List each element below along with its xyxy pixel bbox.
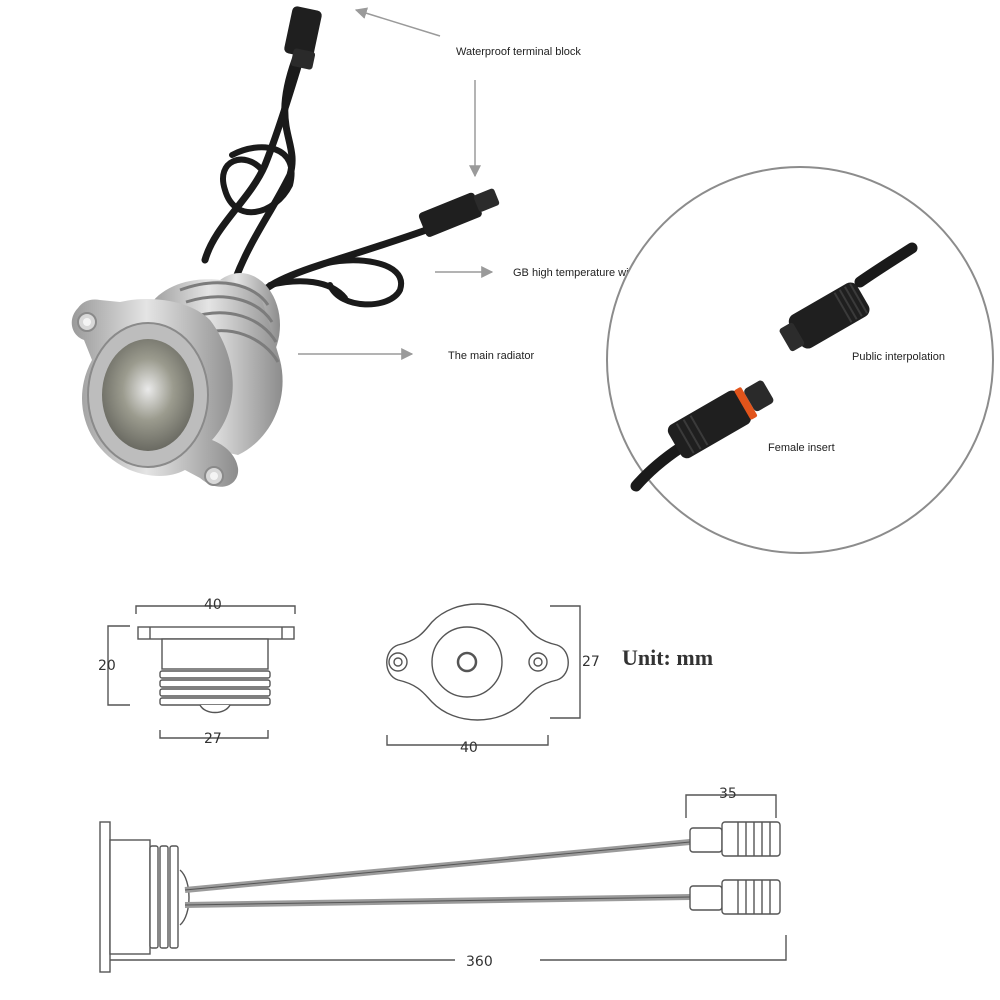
dim-line-40-side	[135, 605, 296, 614]
product-photo	[71, 6, 500, 487]
cable-length-drawing	[99, 794, 787, 973]
orange-seal-ring	[734, 387, 758, 420]
light-housing	[71, 273, 283, 487]
connector-detail: Public interpolation Female insert	[606, 166, 994, 554]
dim-line-27-side	[159, 730, 269, 739]
dim-label-35: 35	[719, 786, 737, 802]
dim-label-27-front: 27	[582, 654, 600, 670]
female-connector	[630, 380, 774, 492]
label-radiator: The main radiator	[448, 350, 535, 362]
male-connector	[779, 242, 918, 352]
dim-line-40-front	[386, 735, 549, 746]
dim-line-20	[107, 625, 130, 706]
dim-line-35	[685, 794, 777, 818]
label-female-insert: Female insert	[768, 442, 835, 454]
dim-label-27-side: 27	[204, 731, 222, 747]
front-view-drawing	[386, 603, 581, 746]
cable-bundle	[201, 56, 444, 314]
callout-arrows	[298, 7, 494, 360]
label-terminal-block: Waterproof terminal block	[456, 46, 581, 58]
dim-label-20: 20	[98, 658, 116, 674]
dim-label-40-side: 40	[204, 597, 222, 613]
terminal-block-top	[284, 6, 322, 70]
lens	[102, 339, 194, 451]
connector-drawing-top	[689, 821, 781, 857]
label-public-interpolation: Public interpolation	[852, 351, 945, 363]
dim-line-360-right	[540, 935, 787, 961]
cables-drawing	[184, 821, 781, 915]
dim-label-40-front: 40	[460, 740, 478, 756]
side-view-drawing	[107, 605, 296, 739]
dim-label-360: 360	[466, 954, 493, 970]
dim-line-27-front	[550, 605, 581, 719]
label-wire: GB high temperature wire	[513, 267, 638, 279]
terminal-block-middle	[418, 188, 500, 237]
unit-label: Unit: mm	[622, 645, 713, 670]
arrow-terminal-top	[354, 7, 441, 37]
connector-drawing-bottom	[689, 879, 781, 915]
